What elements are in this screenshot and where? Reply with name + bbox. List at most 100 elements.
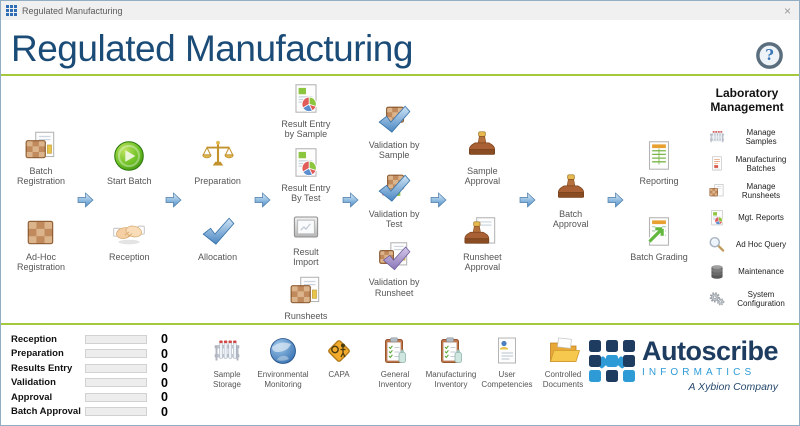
tube-rack-icon (707, 127, 727, 147)
stamp-icon (552, 170, 590, 208)
workflow-item-reporting[interactable]: Reporting (639, 137, 678, 186)
app-grid-icon (6, 5, 17, 16)
workflow-item-label: Batch Registration (16, 165, 66, 187)
progress-bar (85, 392, 147, 402)
status-label: Batch Approval (11, 406, 81, 418)
workflow-item-label: Batch Approval (552, 208, 589, 229)
titlebar: Regulated Manufacturing × (1, 1, 799, 20)
jar-doc-icon (707, 181, 727, 201)
window-title: Regulated Manufacturing (22, 5, 123, 16)
sidebar-item-label: System Configuration (737, 289, 785, 309)
shortcut-label: Sample Storage (212, 370, 242, 389)
workflow-item-label: Sample Approval (464, 165, 501, 187)
shortcut-user-competencies[interactable]: User Competencies (481, 333, 533, 389)
workflow-item-result-import[interactable]: Result Import (287, 208, 325, 268)
check-box-chart-icon (375, 170, 413, 208)
sidebar-item-mgt-reports[interactable]: Mgt. Reports (695, 205, 799, 232)
status-row-batch-approval[interactable]: Batch Approval 0 (11, 405, 201, 420)
workflow-item-runsheet-approval[interactable]: Runsheet Approval (463, 213, 502, 273)
window-icon (287, 208, 325, 246)
doc-report-icon (640, 137, 678, 175)
workflow-item-preparation[interactable]: Preparation (194, 137, 241, 186)
flow-arrow-icon (605, 190, 625, 210)
status-label: Results Entry (11, 362, 73, 374)
sidebar-item-system-configuration[interactable]: System Configuration (695, 286, 799, 313)
help-button[interactable]: ? (754, 40, 785, 71)
status-count: 0 (161, 375, 168, 390)
progress-bar (85, 363, 147, 373)
sidebar-item-label: Maintenance (738, 267, 784, 277)
sidebar-item-manufacturing-batches[interactable]: Manufacturing Batches (695, 151, 799, 178)
progress-bar (85, 334, 147, 344)
flow-arrow-icon (428, 190, 448, 210)
sidebar-item-label: Ad Hoc Query (735, 240, 787, 250)
status-count: 0 (161, 346, 168, 361)
header: Regulated Manufacturing ? (1, 20, 799, 76)
check-box-icon (375, 101, 413, 139)
workflow-item-allocation[interactable]: Allocation (198, 213, 237, 262)
workflow-item-label: Preparation (194, 176, 241, 187)
box-doc-icon (22, 127, 60, 165)
workflow-item-validation-by-sample[interactable]: Validation by Sample (369, 101, 420, 161)
workflow-item-batch-registration[interactable]: Batch Registration (17, 127, 65, 187)
scales-icon (199, 137, 237, 175)
magnifier-icon (707, 235, 727, 255)
clipboard-icon (433, 333, 469, 369)
workflow-item-validation-by-runsheet[interactable]: Validation by Runsheet (369, 238, 420, 298)
workflow-item-label: Result Entry By Test (281, 182, 331, 204)
flow-arrow-icon (340, 190, 360, 210)
shortcut-general-inventory[interactable]: General Inventory (369, 333, 421, 389)
shortcut-label: Manufacturing Inventory (425, 370, 477, 389)
workflow-item-ad-hoc-registration[interactable]: Ad-Hoc Registration (17, 213, 65, 273)
workflow-item-sample-approval[interactable]: Sample Approval (463, 127, 501, 187)
sidebar-item-ad-hoc-query[interactable]: Ad Hoc Query (695, 232, 799, 259)
handshake-icon (110, 213, 148, 251)
workflow-item-label: Batch Grading (630, 251, 688, 262)
workflow-item-result-entry-by-test[interactable]: Result Entry By Test (281, 144, 330, 204)
status-count: 0 (161, 404, 168, 419)
close-icon[interactable]: × (783, 3, 791, 18)
shortcut-controlled-documents[interactable]: Controlled Documents (537, 333, 589, 389)
workflow-item-label: Runsheets (284, 310, 328, 321)
workflow-item-batch-grading[interactable]: Batch Grading (630, 213, 688, 262)
sidebar-item-manage-runsheets[interactable]: Manage Runsheets (695, 178, 799, 205)
globe-icon (265, 333, 301, 369)
shortcut-label: Controlled Documents (542, 370, 584, 389)
doc-lines-icon (707, 154, 727, 174)
shortcut-sample-storage[interactable]: Sample Storage (201, 333, 253, 389)
status-count: 0 (161, 390, 168, 405)
shortcut-capa[interactable]: CAPA (313, 333, 365, 380)
workflow-item-validation-by-test[interactable]: Validation by Test (369, 170, 420, 230)
tube-rack-icon (209, 333, 245, 369)
shortcut-environmental-monitoring[interactable]: Environmental Monitoring (257, 333, 309, 389)
workflow-item-reception[interactable]: Reception (109, 213, 150, 262)
shortcut-manufacturing-inventory[interactable]: Manufacturing Inventory (425, 333, 477, 389)
workflow-item-runsheets[interactable]: Runsheets (284, 272, 327, 321)
workflow-item-label: Start Batch (107, 176, 152, 187)
workflow-item-label: Reporting (639, 176, 679, 187)
sidebar-item-manage-samples[interactable]: Manage Samples (695, 124, 799, 151)
workflow-item-label: Validation by Runsheet (368, 277, 420, 298)
workflow-item-label: Allocation (198, 251, 238, 262)
sidebar-item-maintenance[interactable]: Maintenance (695, 259, 799, 286)
stamp-doc-icon (463, 213, 501, 251)
db-icon (707, 262, 727, 282)
svg-text:?: ? (765, 47, 774, 64)
shortcut-label: CAPA (328, 370, 350, 379)
workflow-item-batch-approval[interactable]: Batch Approval (552, 170, 590, 230)
workflow-item-result-entry-by-sample[interactable]: Result Entry by Sample (281, 80, 330, 140)
status-count: 0 (161, 332, 168, 347)
workflow-item-start-batch[interactable]: Start Batch (107, 137, 152, 186)
